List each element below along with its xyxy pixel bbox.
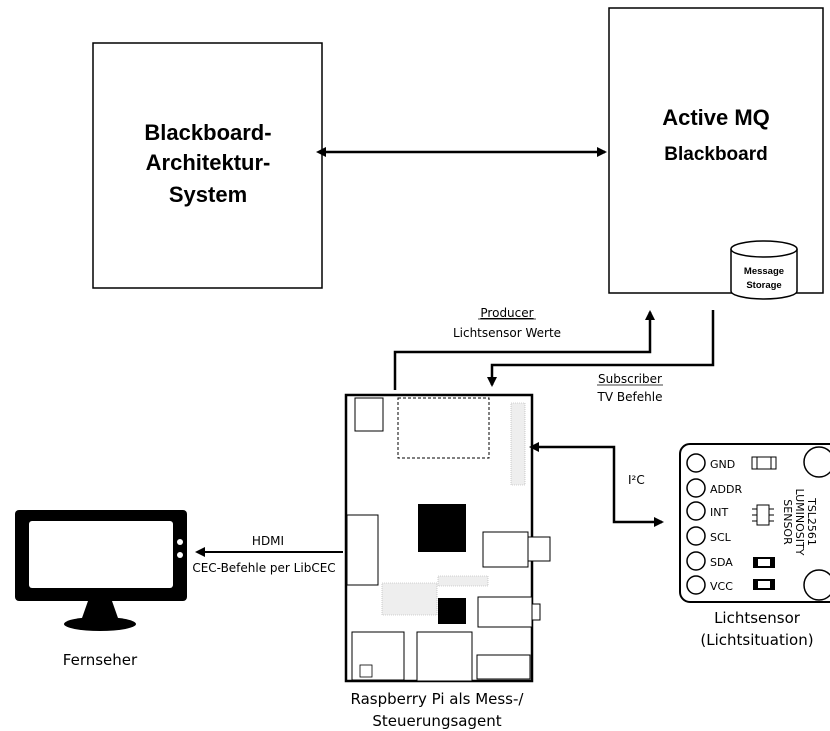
message-storage-line2: Storage <box>746 280 781 291</box>
blackboard-system-line3: System <box>169 182 247 207</box>
producer-title: Producer <box>480 306 533 320</box>
subscriber-title: Subscriber <box>598 372 662 386</box>
hdmi-subtitle: CEC-Befehle per LibCEC <box>192 561 335 575</box>
active-mq-box: Active MQ Blackboard <box>608 7 824 294</box>
sensor-board-text1: LUMINOSITY <box>793 489 806 556</box>
pin-int: INT <box>710 506 728 519</box>
active-mq-title: Active MQ <box>662 105 770 130</box>
tv-label: Fernseher <box>63 651 138 669</box>
pin-gnd: GND <box>710 458 735 471</box>
light-sensor-board: GND ADDR INT SCL SDA VCC TSL2561 LUMINOS… <box>679 443 830 603</box>
hdmi-title: HDMI <box>252 534 284 548</box>
pin-scl: SCL <box>710 531 732 544</box>
sensor-label-line2: (Lichtsituation) <box>700 631 813 649</box>
blackboard-system-line2: Architektur- <box>146 150 271 175</box>
producer-subtitle: Lichtsensor Werte <box>453 326 561 340</box>
message-storage-cylinder: Message Storage <box>730 240 798 300</box>
subscriber-subtitle: TV Befehle <box>597 390 663 404</box>
active-mq-subtitle: Blackboard <box>664 144 767 165</box>
raspberry-label-line2: Steuerungsagent <box>372 712 501 730</box>
sensor-board-text2: SENSOR <box>781 499 794 545</box>
sensor-chip <box>752 504 774 526</box>
subscriber-arrow <box>487 310 715 387</box>
pin-sda: SDA <box>710 556 733 569</box>
pin-vcc: VCC <box>710 580 733 593</box>
tv-icon <box>15 510 187 631</box>
blackboard-system-line1: Blackboard- <box>144 120 271 145</box>
i2c-label: I²C <box>628 473 645 487</box>
sensor-label-line1: Lichtsensor <box>714 609 801 627</box>
raspberry-label-line1: Raspberry Pi als Mess-/ <box>351 690 525 708</box>
i2c-arrow <box>529 442 664 527</box>
blackboard-system-box: Blackboard- Architektur- System <box>92 42 323 289</box>
sensor-pins: GND ADDR INT SCL SDA VCC <box>686 453 742 595</box>
sensor-board-text-top: TSL2561 <box>805 497 818 546</box>
message-storage-line1: Message <box>744 266 784 277</box>
raspberry-pi-board <box>344 393 551 683</box>
producer-arrow <box>393 310 655 390</box>
pin-addr: ADDR <box>710 483 742 496</box>
